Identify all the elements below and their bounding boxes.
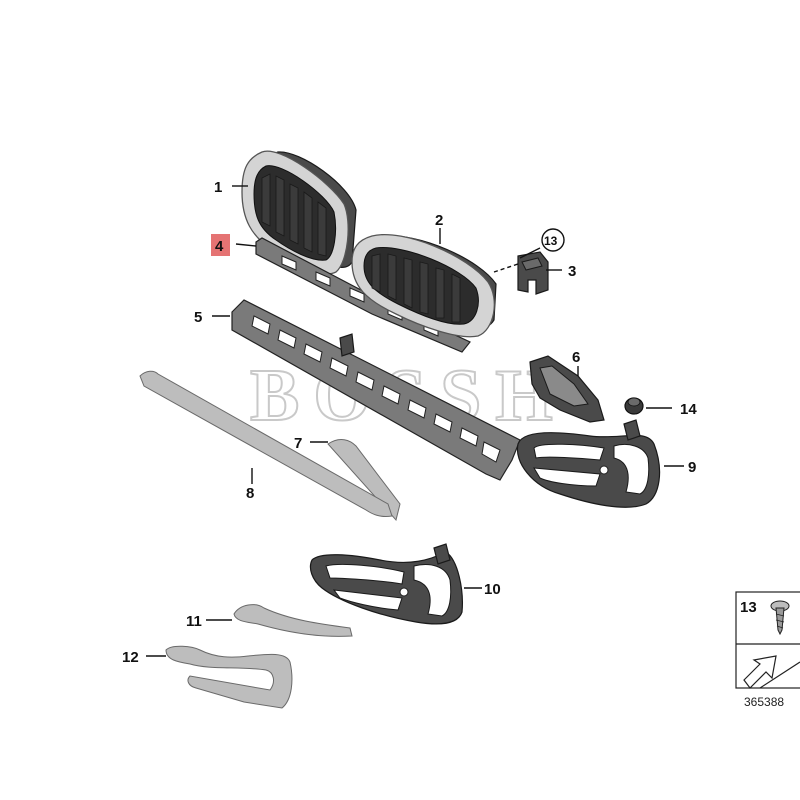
callout-8: 8 [246, 485, 254, 502]
callout-6: 6 [572, 349, 580, 366]
callout-12: 12 [122, 649, 139, 666]
assembly-arrow-icon [743, 655, 800, 689]
part-6-air-duct[interactable] [529, 355, 605, 423]
part-12-bezel-trim[interactable] [165, 645, 293, 709]
callout-14: 14 [680, 401, 697, 418]
callout-5: 5 [194, 309, 202, 326]
callout-4: 4 [215, 238, 224, 255]
callout-labels: 1 2 3 4 5 6 7 8 9 10 11 12 13 14 [122, 179, 697, 666]
part-3-bracket[interactable] [517, 251, 549, 295]
part-9-fog-bezel-right[interactable] [516, 419, 661, 508]
part-7-trim-strip[interactable] [327, 439, 401, 522]
part-5-lower-grille-carrier[interactable] [231, 299, 521, 481]
callout-9: 9 [688, 459, 696, 476]
callout-13: 13 [544, 234, 558, 248]
part-10-fog-bezel-left[interactable] [309, 543, 463, 625]
part-2-right-grille[interactable] [351, 234, 497, 338]
callout-10: 10 [484, 581, 501, 598]
part-8-bumper-trim[interactable] [139, 370, 393, 517]
callout-2: 2 [435, 212, 443, 229]
callout-4-highlight [211, 234, 230, 256]
callout-7: 7 [294, 435, 302, 452]
screw-icon [770, 600, 790, 636]
part-14-clip[interactable] [624, 397, 644, 415]
leader-lines [146, 185, 684, 657]
callout-1: 1 [214, 179, 222, 196]
reference-number: 365388 [744, 695, 784, 709]
callout-3: 3 [568, 263, 576, 280]
callout-11: 11 [186, 613, 202, 630]
legend-box: 13 [735, 591, 800, 689]
part-11-small-trim[interactable] [233, 604, 353, 637]
callout-13-circle [541, 228, 565, 252]
legend-part-number: 13 [740, 599, 757, 616]
